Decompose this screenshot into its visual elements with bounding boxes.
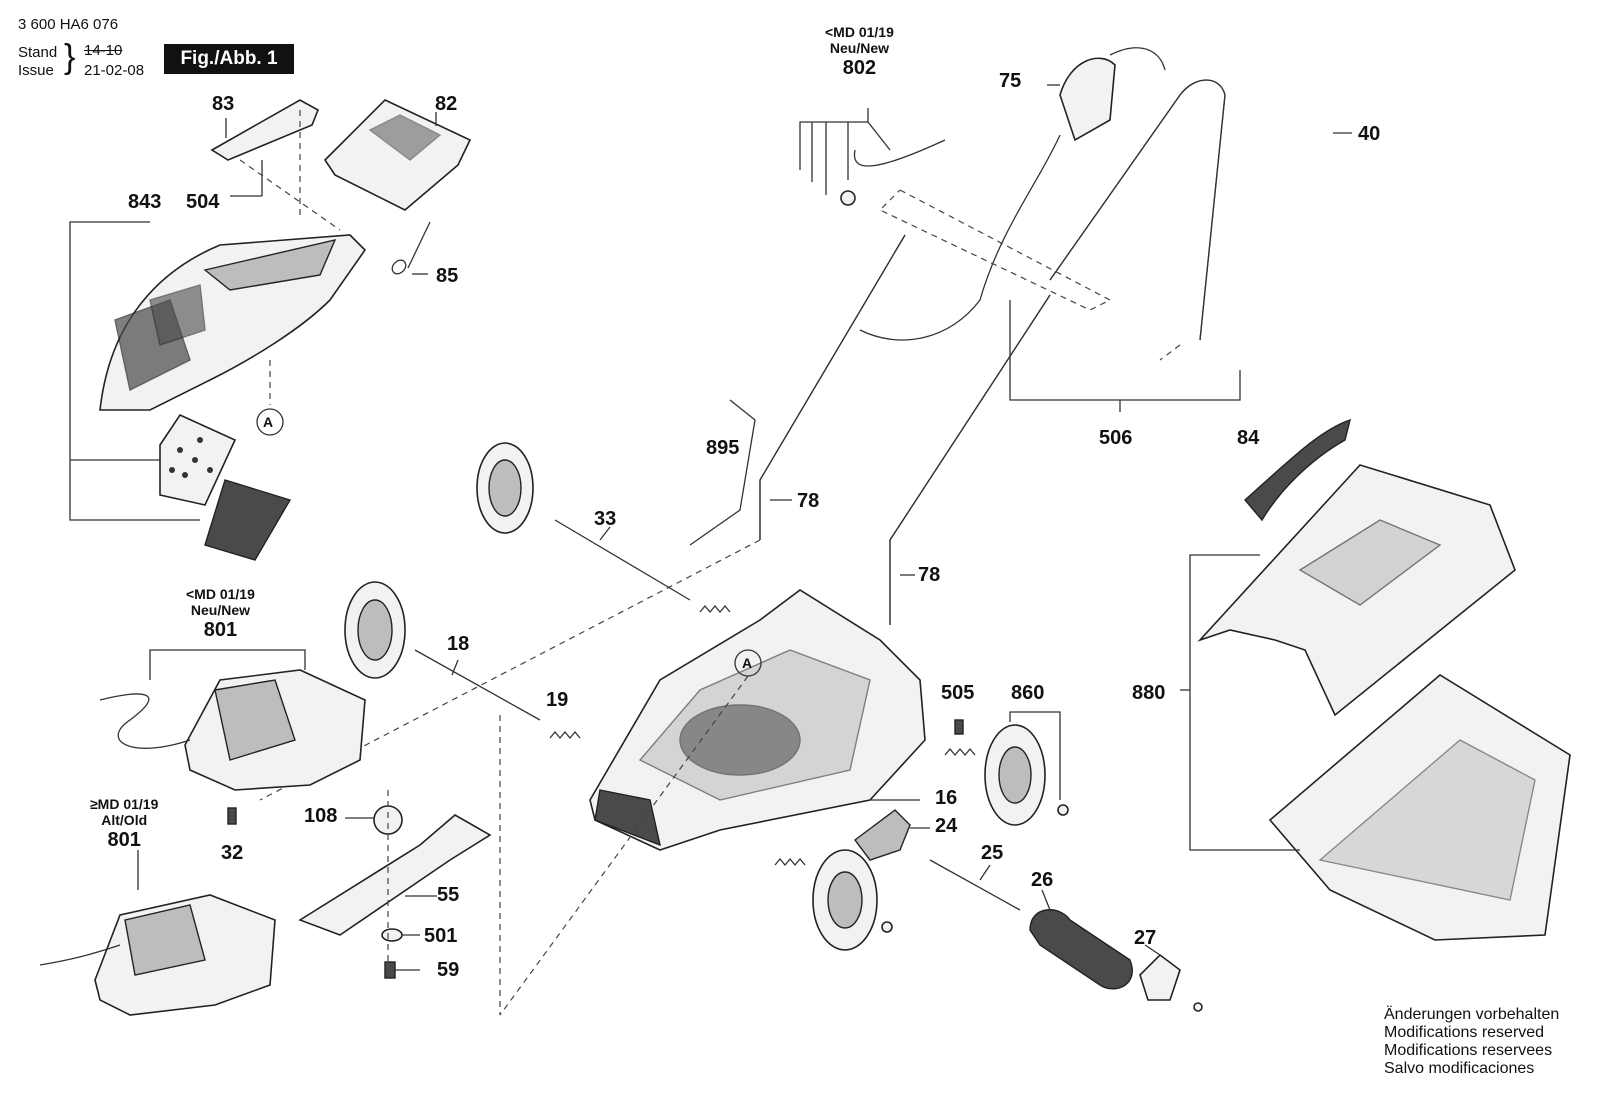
callout-78-upper: 78 bbox=[797, 490, 820, 512]
note-801-old-line1: ≥MD 01/19 bbox=[90, 796, 159, 812]
disclaimer-line: Salvo modificaciones bbox=[1384, 1060, 1535, 1077]
callout-24: 24 bbox=[935, 815, 958, 837]
air-intake-grille bbox=[204, 479, 292, 561]
callout-19: 19 bbox=[546, 689, 569, 711]
callout-26: 26 bbox=[1031, 869, 1054, 891]
blade-holder-108 bbox=[373, 805, 403, 835]
callout-802: 802 bbox=[842, 57, 877, 79]
note-801-new-line2: Neu/New bbox=[190, 602, 250, 618]
motor-801-old bbox=[94, 894, 276, 1016]
front-wheel-left bbox=[344, 581, 406, 679]
note-801-old-line2: Alt/Old bbox=[101, 812, 148, 828]
callout-843: 843 bbox=[128, 191, 162, 213]
callout-85: 85 bbox=[436, 265, 459, 287]
callout-108: 108 bbox=[304, 805, 338, 827]
disclaimer-line: Modifications reservees bbox=[1384, 1042, 1553, 1059]
figure-badge: Fig./Abb. 1 bbox=[164, 44, 294, 74]
motor-801-new bbox=[184, 669, 366, 791]
motor-cover-843 bbox=[99, 234, 367, 411]
callout-895: 895 bbox=[706, 437, 740, 459]
issue-value: 21-02-08 bbox=[84, 62, 145, 79]
callout-82: 82 bbox=[435, 93, 458, 115]
callout-860: 860 bbox=[1011, 682, 1045, 704]
callout-40: 40 bbox=[1358, 123, 1381, 145]
bracket-843 bbox=[69, 221, 200, 521]
callout-505: 505 bbox=[941, 682, 975, 704]
callout-801-new: 801 bbox=[203, 619, 238, 641]
callout-18: 18 bbox=[447, 633, 470, 655]
callout-83: 83 bbox=[212, 93, 235, 115]
part-number: 3 600 HA6 076 bbox=[18, 16, 119, 33]
rear-wheel-left bbox=[476, 442, 534, 534]
callout-27: 27 bbox=[1134, 927, 1157, 949]
stand-value: 14-10 bbox=[84, 42, 123, 59]
callout-59: 59 bbox=[437, 959, 460, 981]
callout-880: 880 bbox=[1132, 682, 1166, 704]
stand-label: Stand bbox=[18, 44, 58, 61]
note-802-line1: <MD 01/19 bbox=[825, 24, 894, 40]
callout-33: 33 bbox=[594, 508, 617, 530]
grip-83 bbox=[210, 99, 320, 161]
roller-bearing-27 bbox=[1139, 953, 1181, 1001]
note-801-new-line1: <MD 01/19 bbox=[186, 586, 255, 602]
note-802-line2: Neu/New bbox=[829, 40, 889, 56]
handle-grip-84 bbox=[1244, 418, 1351, 522]
callout-506: 506 bbox=[1099, 427, 1133, 449]
mower-deck bbox=[589, 589, 926, 851]
disclaimer-line: Änderungen vorbehalten bbox=[1384, 1006, 1560, 1023]
callout-78-lower: 78 bbox=[918, 564, 941, 586]
note-801-new: <MD 01/19 Neu/New 801 bbox=[186, 586, 255, 642]
rear-wheel-860 bbox=[984, 724, 1046, 826]
reference-marker-a: A bbox=[263, 414, 274, 430]
reference-marker-a2: A bbox=[742, 655, 753, 671]
issue-label: Issue bbox=[18, 62, 54, 79]
reference-marker-a-circle bbox=[256, 408, 284, 436]
height-adjuster-24 bbox=[854, 809, 911, 861]
callout-801-old: 801 bbox=[107, 829, 141, 851]
disclaimer: Änderungen vorbehalten Modifications res… bbox=[1384, 1006, 1559, 1078]
cover-82 bbox=[323, 99, 472, 211]
callout-25: 25 bbox=[981, 842, 1004, 864]
disclaimer-line: Modifications reserved bbox=[1384, 1024, 1545, 1041]
grille-insert bbox=[159, 413, 237, 506]
callout-55: 55 bbox=[437, 884, 460, 906]
callout-501: 501 bbox=[424, 925, 458, 947]
roller-26 bbox=[1029, 909, 1133, 990]
callout-16: 16 bbox=[935, 787, 958, 809]
note-802: <MD 01/19 Neu/New 802 bbox=[825, 24, 894, 80]
note-801-old: ≥MD 01/19 Alt/Old 801 bbox=[90, 796, 158, 852]
callout-32: 32 bbox=[221, 842, 244, 864]
brace-glyph: } bbox=[64, 38, 76, 76]
callout-75: 75 bbox=[999, 70, 1022, 92]
callout-84: 84 bbox=[1237, 427, 1260, 449]
callout-504: 504 bbox=[186, 191, 220, 213]
blade-55 bbox=[298, 814, 492, 936]
front-wheel-right bbox=[812, 849, 878, 951]
switch-box-75 bbox=[1059, 57, 1116, 142]
